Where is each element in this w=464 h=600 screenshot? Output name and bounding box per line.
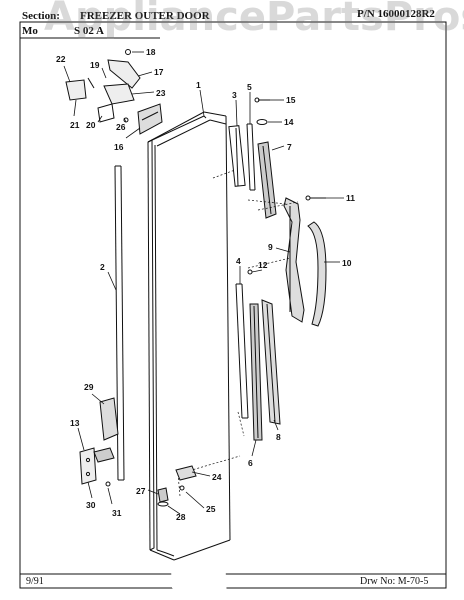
- callout-24: 24: [212, 472, 222, 482]
- callout-28: 28: [176, 512, 186, 522]
- callout-30: 30: [86, 500, 96, 510]
- callout-21: 21: [70, 120, 80, 130]
- callout-27: 27: [136, 486, 146, 496]
- callout-10: 10: [342, 258, 352, 268]
- callout-8: 8: [276, 432, 281, 442]
- leader-lines: [63, 51, 344, 515]
- trim-rail-5: [246, 123, 256, 191]
- rail-8: [261, 299, 281, 425]
- callout-18: 18: [146, 47, 156, 57]
- callout-12: 12: [258, 260, 268, 270]
- callout-31: 31: [112, 508, 122, 518]
- rail-6: [249, 303, 263, 441]
- callout-29: 29: [84, 382, 94, 392]
- callout-19: 19: [90, 60, 100, 70]
- callout-6: 6: [248, 458, 253, 468]
- bottom-hinge-assembly: [79, 397, 119, 487]
- callout-9: 9: [268, 242, 273, 252]
- model-label: Mo: [22, 25, 38, 37]
- bottom-cap-parts: [157, 465, 197, 507]
- callout-17: 17: [154, 67, 164, 77]
- callout-numbers: 1 2 3 4 5 6 7 8 9 10 11 12 13 14 15 16 1…: [56, 47, 355, 522]
- callout-25: 25: [206, 504, 216, 514]
- door-panel: [147, 111, 231, 600]
- callout-26: 26: [116, 122, 126, 132]
- trim-rail-4: [235, 283, 249, 419]
- fasteners: [247, 97, 326, 275]
- top-hinge-assembly: [65, 49, 163, 135]
- footer-date: 9/91: [26, 576, 44, 587]
- top-trim-3: [228, 125, 246, 187]
- callout-22: 22: [56, 54, 66, 64]
- callout-3: 3: [232, 90, 237, 100]
- callout-7: 7: [287, 142, 292, 152]
- callout-15: 15: [286, 95, 296, 105]
- footer-drawing-number: Drw No: M-70-5: [360, 576, 429, 587]
- rail-7: [257, 141, 277, 219]
- drawing-frame: [19, 21, 447, 589]
- model-value: S 02 A: [74, 25, 104, 37]
- callout-5: 5: [247, 82, 252, 92]
- callout-2: 2: [100, 262, 105, 272]
- callout-4: 4: [236, 256, 241, 266]
- callout-16: 16: [114, 142, 124, 152]
- callout-11: 11: [346, 193, 355, 203]
- callout-14: 14: [284, 117, 294, 127]
- callout-20: 20: [86, 120, 96, 130]
- door-handle: [307, 221, 327, 327]
- section-label: Section:: [22, 10, 60, 22]
- callout-23: 23: [156, 88, 166, 98]
- part-number: P/N 16000128R2: [357, 8, 435, 20]
- alignment-lines: [177, 169, 299, 497]
- callout-1: 1: [196, 80, 201, 90]
- handle-bracket: [283, 197, 305, 323]
- section-title: FREEZER OUTER DOOR: [80, 10, 210, 22]
- callout-13: 13: [70, 418, 80, 428]
